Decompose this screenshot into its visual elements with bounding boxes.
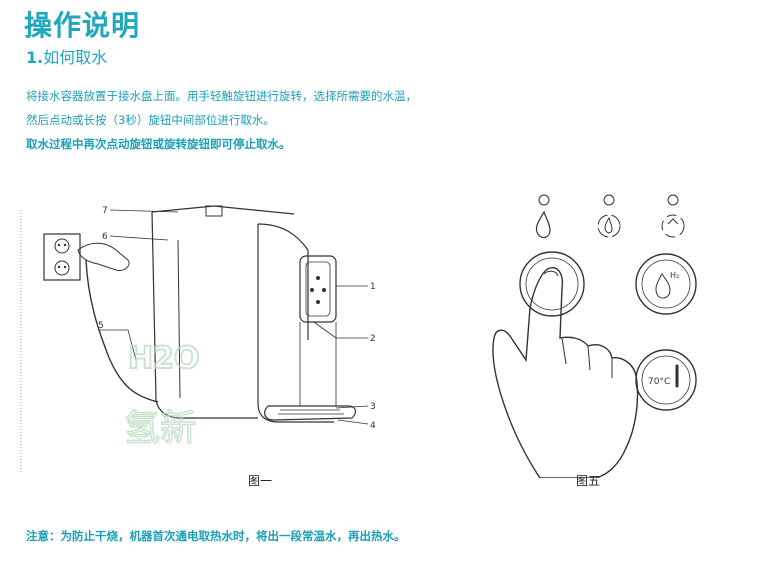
dispenser-body-back	[151, 211, 258, 419]
page-title: 操作说明	[24, 9, 141, 42]
callout-line-4	[337, 419, 369, 425]
section-number: 1.	[26, 48, 44, 67]
h2-drop-icon	[655, 273, 671, 299]
callout-line-7	[109, 209, 179, 213]
callout-line-3	[335, 405, 369, 409]
control-panel	[299, 255, 337, 323]
instruction-line-1: 将接水容器放置于接水盘上面。用手轻触旋钮进行旋转，选择所需要的水温，	[26, 89, 417, 103]
nozzle-column	[299, 322, 337, 406]
instruction-line-2: 然后点动或长按（3秒）旋钮中间部位进行取水。	[26, 113, 275, 127]
drip-tray	[264, 405, 357, 421]
indicator-light-3	[667, 194, 679, 206]
plug-hand-icon	[77, 242, 130, 271]
indicator-light-2	[603, 194, 615, 206]
section-heading: 1.如何取水	[26, 44, 107, 68]
pressing-hand-icon	[492, 267, 639, 478]
watermark-text-bottom: 氢新	[124, 408, 196, 449]
dispenser-body-front	[257, 223, 309, 340]
power-cord	[85, 259, 159, 403]
figure-5-caption: 图五	[576, 474, 601, 488]
hydrogen-mode-knob[interactable]	[635, 253, 697, 315]
callout-1: 1	[370, 282, 376, 292]
callout-line-6	[109, 235, 169, 241]
watermark-logo: H2O 氢新	[123, 340, 200, 450]
callout-line-5	[98, 329, 137, 361]
recycle-drop-icon	[597, 214, 621, 238]
callout-7: 7	[102, 206, 108, 216]
footer-note: 注意：为防止干烧，机器首次通电取热水时，将出一段常温水，再出热水。	[26, 529, 406, 543]
drip-tray-grille	[278, 409, 344, 415]
figure-5-knob-diagram: H₂ 70°C	[492, 194, 697, 478]
watermark-text-top: H2O	[128, 341, 199, 376]
callout-6: 6	[102, 232, 108, 242]
instruction-line-3: 取水过程中再次点动旋钮或旋转旋钮即可停止取水。	[26, 137, 291, 151]
callout-line-2	[313, 321, 368, 339]
section-title: 如何取水	[43, 48, 108, 67]
figure-1-caption: 图一	[248, 474, 273, 488]
figure-1-dispenser-diagram: 1 2 3 4 5 6 7 H2O 氢新	[20, 205, 376, 472]
water-drop-icon	[535, 210, 551, 239]
callout-5: 5	[98, 321, 104, 331]
wall-outlet	[43, 233, 81, 281]
callout-2: 2	[370, 334, 376, 344]
h2-label: H₂	[670, 271, 679, 280]
indicator-light-1	[538, 194, 550, 206]
callout-3: 3	[370, 402, 376, 412]
temperature-label: 70°C	[648, 377, 670, 387]
top-lid	[205, 205, 223, 217]
rotary-knob[interactable]	[519, 251, 585, 317]
cycle-arrows-icon	[661, 214, 685, 238]
callout-4: 4	[370, 421, 376, 431]
